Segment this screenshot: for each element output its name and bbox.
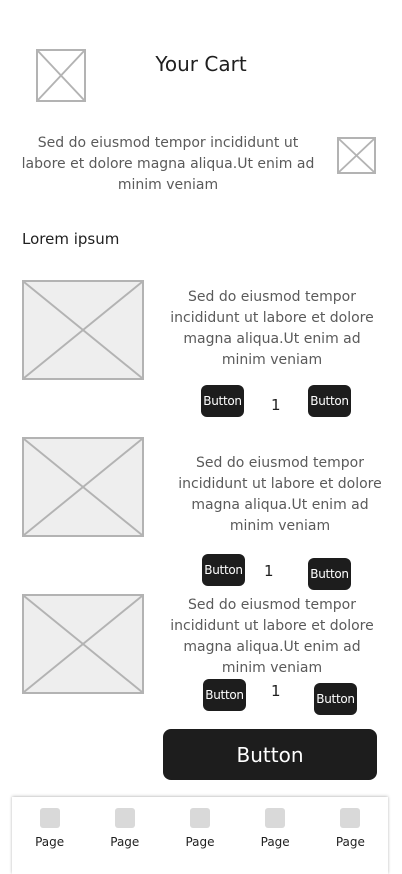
header-image-placeholder xyxy=(36,49,86,102)
quantity-value: 1 xyxy=(271,396,281,414)
image-placeholder-icon xyxy=(24,439,142,535)
page-icon xyxy=(189,808,210,828)
nav-item-page-1[interactable]: Page xyxy=(20,797,80,849)
section-heading: Lorem ipsum xyxy=(22,230,120,248)
image-placeholder-icon xyxy=(38,51,84,100)
nav-item-label: Page xyxy=(110,835,140,849)
decrease-quantity-button[interactable]: Button xyxy=(202,554,245,586)
image-placeholder-icon xyxy=(339,139,374,172)
page-icon xyxy=(114,808,135,828)
nav-item-page-5[interactable]: Page xyxy=(320,797,380,849)
checkout-button[interactable]: Button xyxy=(163,729,377,780)
nav-item-page-3[interactable]: Page xyxy=(170,797,230,849)
product-image-placeholder xyxy=(22,594,144,694)
bottom-nav: Page Page Page Page Page xyxy=(12,797,388,874)
nav-item-label: Page xyxy=(35,835,65,849)
increase-quantity-button[interactable]: Button xyxy=(308,558,351,590)
nav-item-page-4[interactable]: Page xyxy=(245,797,305,849)
page-icon xyxy=(39,808,60,828)
quantity-value: 1 xyxy=(264,562,274,580)
page-title: Your Cart xyxy=(155,52,247,76)
intro-text: Sed do eiusmod tempor incididunt ut labo… xyxy=(21,135,315,193)
decrease-quantity-button[interactable]: Button xyxy=(201,385,244,417)
intro-image-placeholder xyxy=(337,137,376,174)
product-description: Sed do eiusmod tempor incididunt ut labo… xyxy=(178,455,382,534)
decrease-quantity-button[interactable]: Button xyxy=(203,679,246,711)
product-image-placeholder xyxy=(22,280,144,380)
image-placeholder-icon xyxy=(24,282,142,378)
increase-quantity-button[interactable]: Button xyxy=(308,385,351,417)
nav-item-page-2[interactable]: Page xyxy=(95,797,155,849)
product-description: Sed do eiusmod tempor incididunt ut labo… xyxy=(170,289,374,368)
increase-quantity-button[interactable]: Button xyxy=(314,683,357,715)
nav-item-label: Page xyxy=(260,835,290,849)
quantity-value: 1 xyxy=(271,682,281,700)
nav-item-label: Page xyxy=(185,835,215,849)
product-description: Sed do eiusmod tempor incididunt ut labo… xyxy=(170,597,374,676)
image-placeholder-icon xyxy=(24,596,142,692)
page-icon xyxy=(265,808,286,828)
nav-item-label: Page xyxy=(335,835,365,849)
page-icon xyxy=(340,808,361,828)
product-image-placeholder xyxy=(22,437,144,537)
